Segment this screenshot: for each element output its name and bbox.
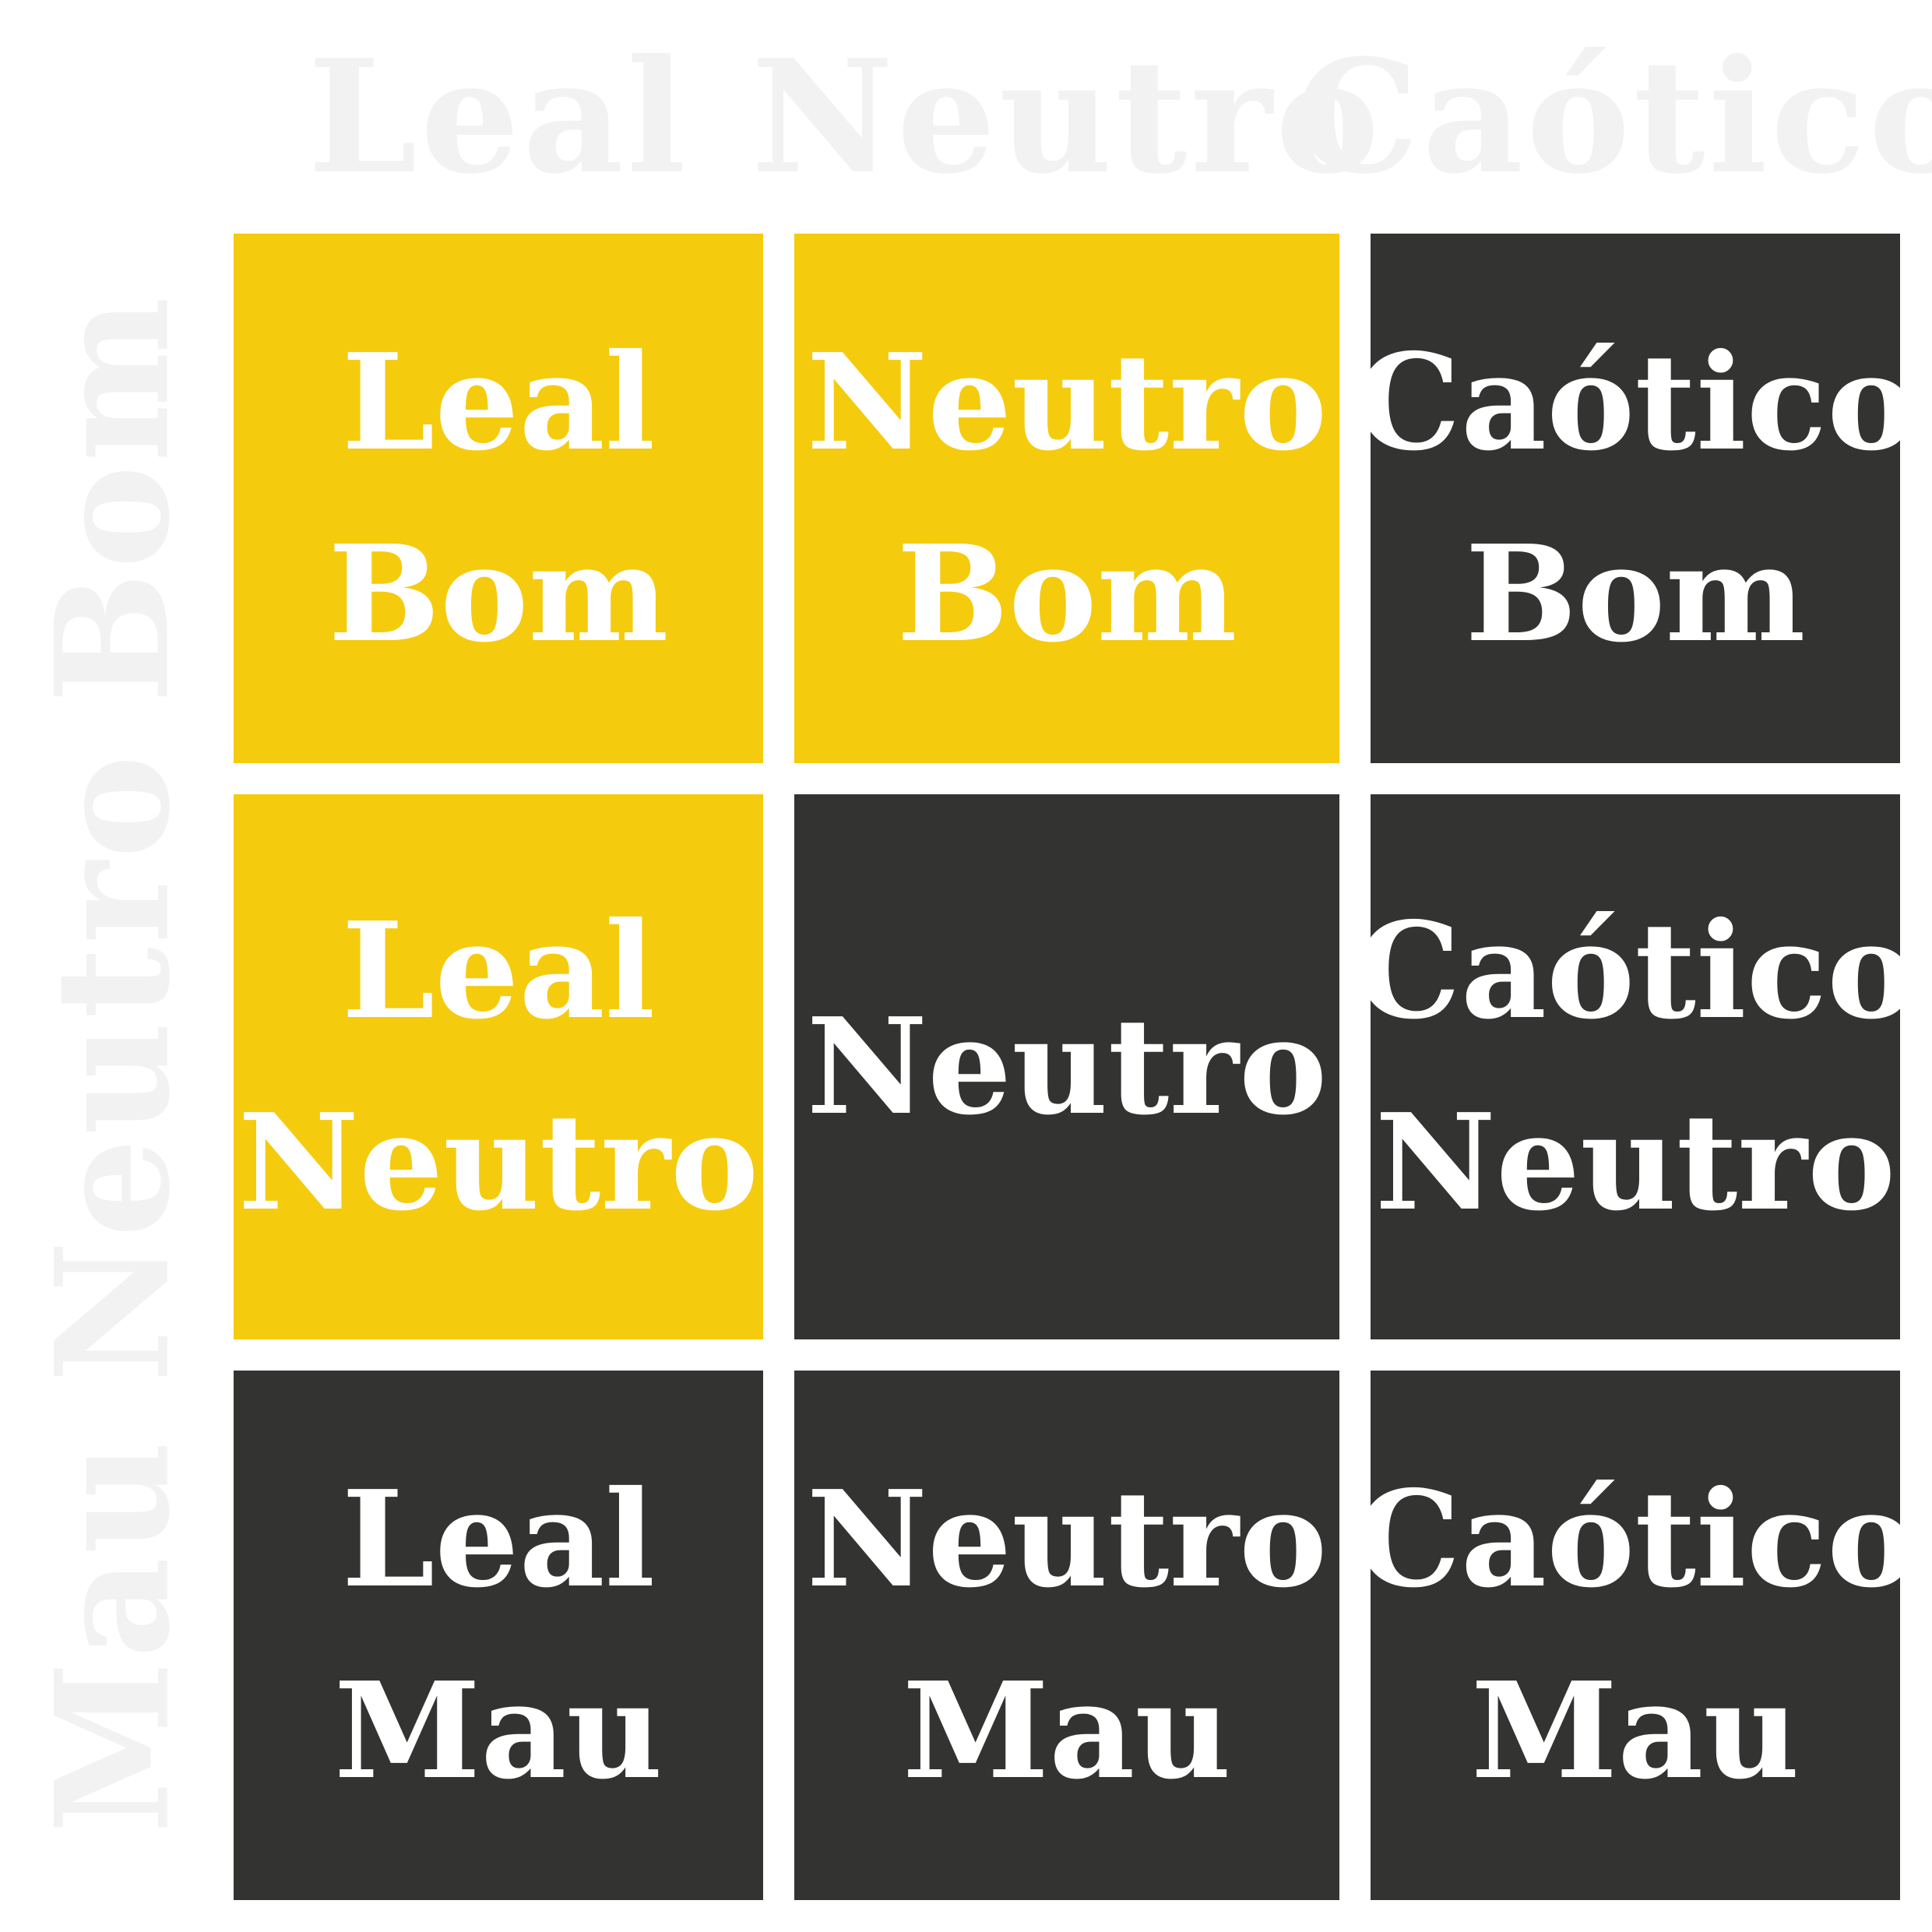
cell-neutro-bom: Neutro Bom bbox=[794, 234, 1339, 763]
cell-leal-bom: Leal Bom bbox=[234, 234, 763, 763]
cell-neutro-mau: Neutro Mau bbox=[794, 1371, 1339, 1900]
column-header-label: Leal bbox=[308, 25, 689, 209]
cell-line-1: Neutro bbox=[806, 324, 1328, 480]
cell-line-1: Leal bbox=[341, 1461, 656, 1617]
cell-caotico-bom: Caótico Bom bbox=[1356, 234, 1915, 763]
cell-neutro-neutro: Neutro bbox=[794, 794, 1339, 1339]
cell-caotico-neutro: Caótico Neutro bbox=[1356, 794, 1915, 1339]
cell-line-2: Neutro bbox=[1374, 1085, 1896, 1240]
cell-line-2: Mau bbox=[1471, 1653, 1800, 1809]
column-header-leal: Leal bbox=[234, 26, 763, 209]
cell-line-1: Caótico bbox=[1355, 324, 1916, 480]
cell-line-2: Mau bbox=[334, 1653, 663, 1809]
row-header-neutro: Neutro bbox=[22, 751, 205, 1383]
cell-line-2: Neutro bbox=[238, 1085, 759, 1240]
cell-line-2: Bom bbox=[1465, 516, 1806, 672]
cell-line-2: Bom bbox=[328, 516, 669, 672]
column-header-caotico: Caótico bbox=[1295, 26, 1932, 209]
row-header-label: Bom bbox=[21, 293, 205, 704]
cell-line-1: Leal bbox=[341, 324, 656, 480]
cell-leal-mau: Leal Mau bbox=[234, 1371, 763, 1900]
cell-line-1: Neutro bbox=[806, 1461, 1328, 1617]
row-header-bom: Bom bbox=[22, 234, 205, 763]
row-header-label: Neutro bbox=[21, 751, 205, 1383]
cell-line-1: Caótico bbox=[1355, 892, 1916, 1049]
cell-leal-neutro: Leal Neutro bbox=[234, 794, 763, 1339]
row-header-label: Mau bbox=[21, 1437, 205, 1834]
column-header-label: Neutro bbox=[751, 25, 1383, 209]
column-header-neutro: Neutro bbox=[751, 26, 1380, 209]
cell-line-1: Neutro bbox=[806, 988, 1328, 1145]
column-header-label: Caótico bbox=[1295, 25, 1932, 209]
row-header-mau: Mau bbox=[22, 1371, 205, 1900]
cell-line-2: Mau bbox=[903, 1653, 1231, 1809]
cell-line-1: Leal bbox=[341, 892, 656, 1049]
cell-caotico-mau: Caótico Mau bbox=[1356, 1371, 1915, 1900]
cell-line-2: Bom bbox=[896, 516, 1237, 672]
cell-line-1: Caótico bbox=[1355, 1461, 1916, 1617]
